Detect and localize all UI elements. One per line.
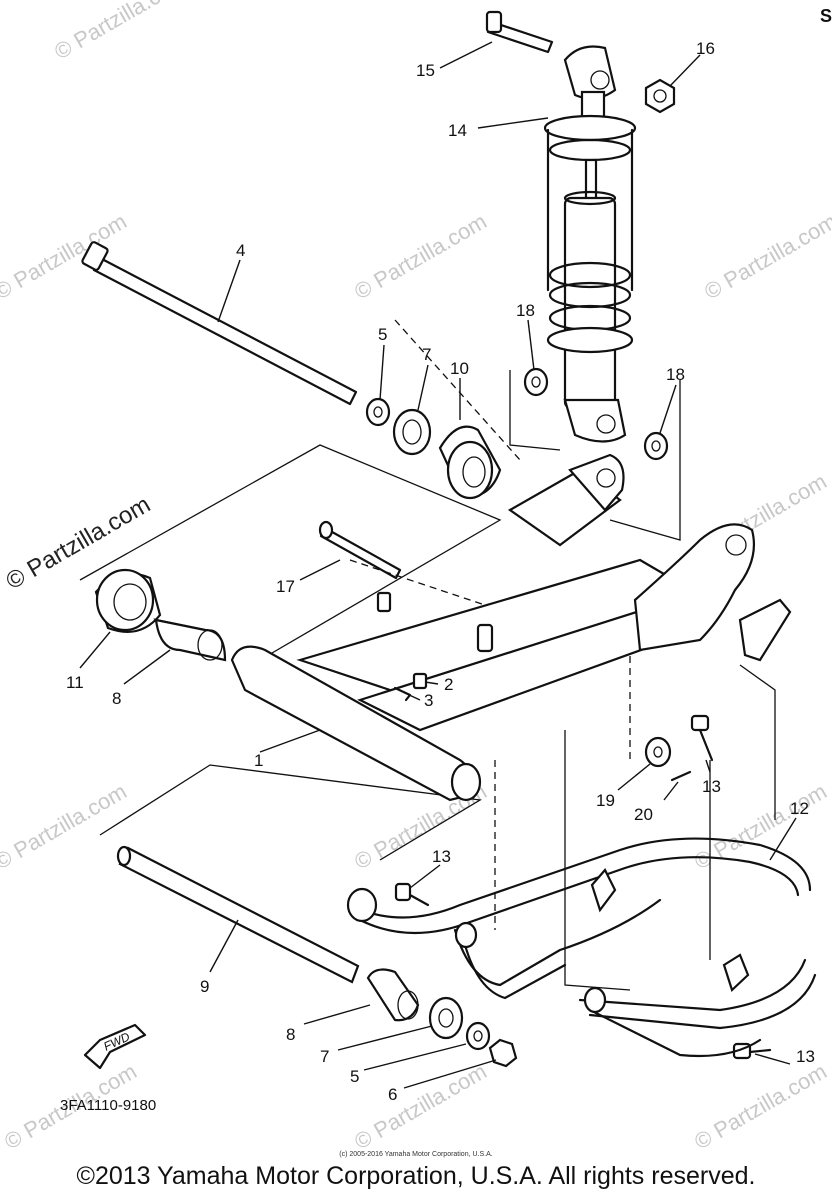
watermark: © Partzilla.com [50,0,191,64]
pivot-shaft-4 [81,241,358,406]
cotter-pin-20 [670,770,692,782]
corner-mark: S [819,6,832,26]
washer-5-bottom [465,1021,491,1051]
callout-8-top: 8 [112,689,121,708]
watermark: © Partzilla.com [700,209,832,305]
callout-5-top: 5 [378,325,387,344]
bolt-15 [485,10,554,54]
bolt-13-b [394,882,430,907]
callout-9: 9 [200,977,209,996]
callout-7-bottom: 7 [320,1047,329,1066]
seal-7-top [392,408,432,456]
bearing-10 [438,425,502,500]
fwd-arrow: FWD [83,1023,147,1070]
callout-3: 3 [424,691,433,710]
grease-fitting-2 [412,672,428,690]
callout-17: 17 [276,577,295,596]
bumper-12 [346,837,817,1058]
callout-6: 6 [388,1085,397,1104]
spacer-9 [116,845,360,984]
callout-labels: 15 16 14 4 5 7 10 18 18 17 11 8 2 3 1 19… [66,39,815,1104]
collar-18-left [523,367,549,397]
watermark: © Partzilla.com [690,1059,831,1155]
callout-4: 4 [236,241,245,260]
callout-18-right: 18 [666,365,685,384]
callout-1: 1 [254,751,263,770]
callout-5-bottom: 5 [350,1067,359,1086]
seal-7-bottom [428,996,464,1040]
callout-2: 2 [444,675,453,694]
callout-20: 20 [634,805,653,824]
callout-14: 14 [448,121,467,140]
swingarm-1 [230,453,792,802]
watermark: © Partzilla.com [350,209,491,305]
callout-10: 10 [450,359,469,378]
leader-lines [79,41,797,1089]
bushing-11 [94,568,162,633]
small-copyright: (c) 2005-2016 Yamaha Motor Corporation, … [339,1151,493,1158]
callout-13-a: 13 [702,777,721,796]
nut-6 [488,1038,518,1068]
bolt-13-a [690,714,714,762]
callout-11: 11 [66,673,84,692]
callout-13-c: 13 [796,1047,815,1066]
pin-17 [318,520,402,580]
collar-8-bottom [366,968,420,1022]
watermark: © Partzilla.com [0,779,131,875]
callout-12: 12 [790,799,809,818]
assembly-guides [79,319,776,991]
watermark: © Partzilla.com [0,209,131,305]
shock-absorber-14 [543,45,637,443]
washer-5-top [365,397,391,427]
watermark: © Partzilla.com [350,1059,491,1155]
callout-16: 16 [696,39,715,58]
collar-18-right [643,431,669,461]
callout-13-b: 13 [432,847,451,866]
diagram-code: 3FA1110-9180 [60,1097,156,1114]
callout-8-bottom: 8 [286,1025,295,1044]
callout-7-top: 7 [422,345,431,364]
washer-19 [644,736,672,768]
callout-18-left: 18 [516,301,535,320]
fwd-label: FWD [101,1029,132,1053]
nut-16 [644,78,676,114]
copyright-footer: ©2013 Yamaha Motor Corporation, U.S.A. A… [76,1162,756,1190]
callout-19: 19 [596,791,615,810]
collar-8-top [153,618,227,662]
callout-15: 15 [416,61,435,80]
